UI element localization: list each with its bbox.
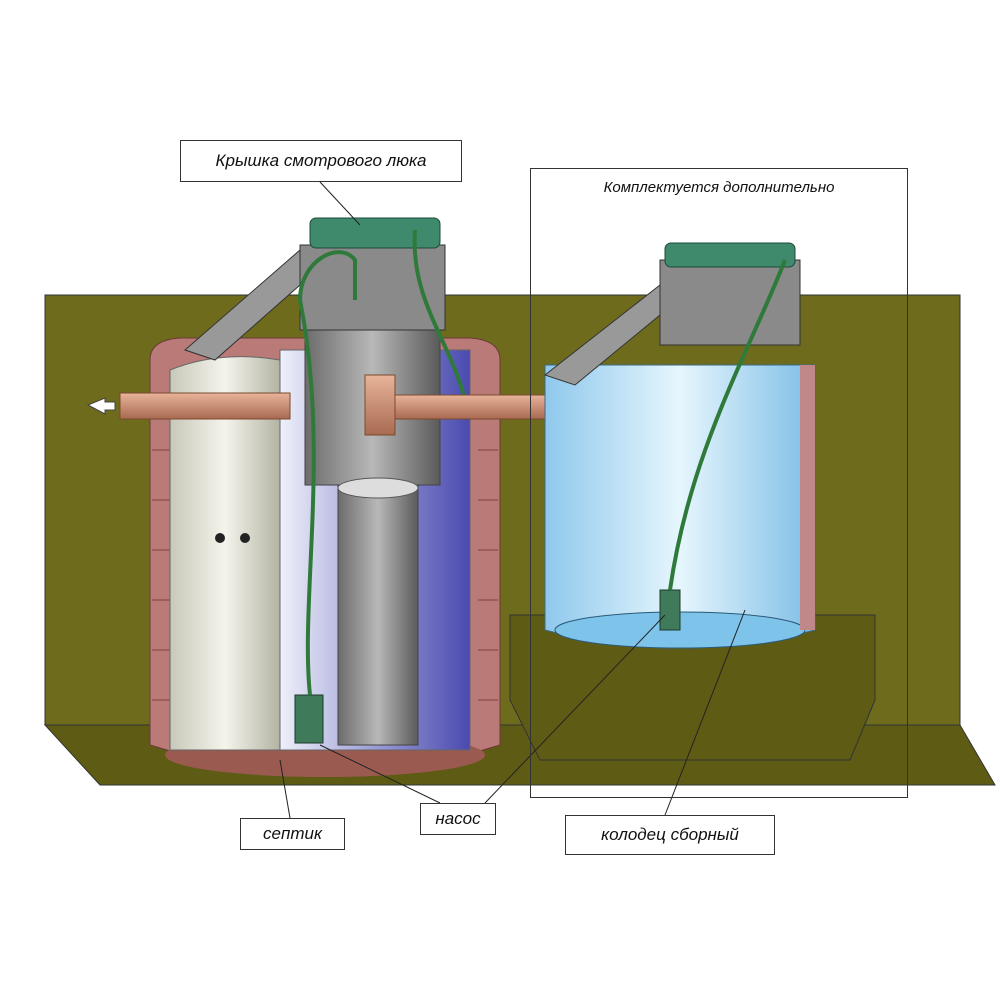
inlet-pipe xyxy=(119,392,291,420)
leader-lines xyxy=(279,181,746,819)
platform xyxy=(509,614,876,761)
manhole-cover-label: Крышка смотрового люка xyxy=(180,140,462,182)
septic-label: септик xyxy=(240,818,345,850)
manhole-lid xyxy=(309,217,441,249)
pump-label: насос xyxy=(420,803,496,835)
pump-icon xyxy=(294,694,324,744)
pump-hose xyxy=(297,250,357,696)
filter-tube xyxy=(337,484,419,746)
optional-kit-label: Комплектуется дополнительно xyxy=(603,179,835,196)
collector-well xyxy=(509,242,876,761)
optional-kit-frame: Комплектуется дополнительно xyxy=(530,168,908,798)
collector-well-label: колодец сборный xyxy=(565,815,775,855)
flow-arrow-icon xyxy=(86,397,116,415)
